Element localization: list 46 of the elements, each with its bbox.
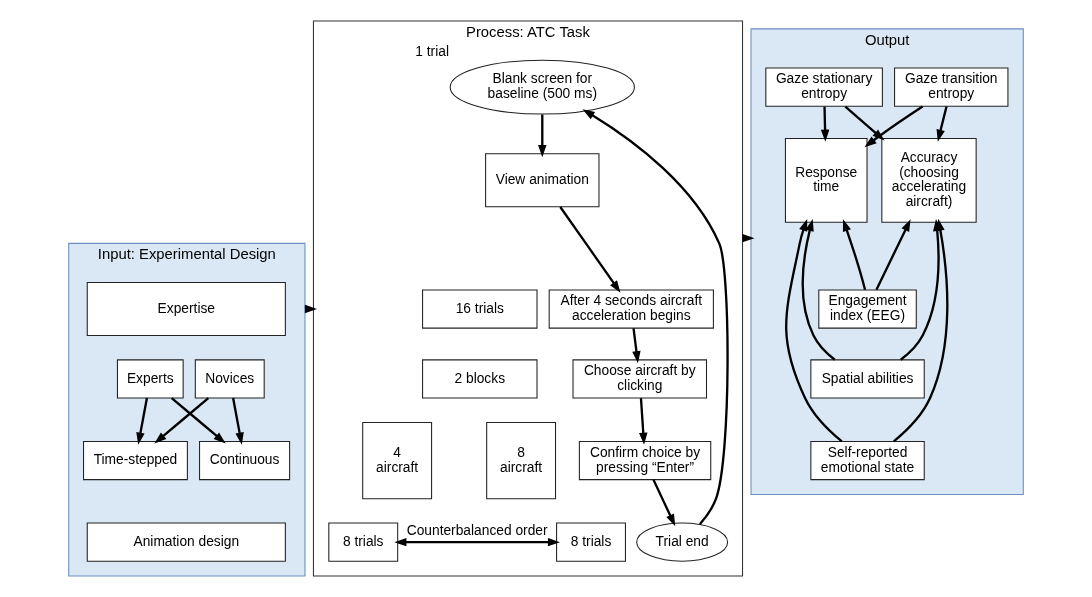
node-box: Time-stepped bbox=[83, 440, 188, 481]
arrow bbox=[842, 219, 867, 290]
node-label: 1 trial bbox=[415, 44, 449, 60]
arrow bbox=[785, 219, 843, 443]
arrow bbox=[652, 479, 676, 527]
node-box: Engagement index (EEG) bbox=[818, 289, 917, 329]
node-box: 8 aircraft bbox=[486, 421, 557, 500]
node-box: 8 trials bbox=[328, 522, 399, 562]
node-box: Expertise bbox=[86, 282, 286, 337]
arrow bbox=[820, 106, 830, 142]
node-box: Accuracy (choosing accelerating aircraft) bbox=[881, 137, 977, 223]
node-box: Self-reported emotional state bbox=[810, 440, 925, 481]
arrow bbox=[136, 397, 149, 445]
node-box: 2 blocks bbox=[422, 359, 538, 399]
arrow bbox=[154, 397, 210, 444]
node-box: Choose aircraft by clicking bbox=[572, 359, 708, 399]
arrow bbox=[639, 398, 648, 445]
arrow bbox=[844, 105, 885, 141]
node-box: Experts bbox=[116, 359, 184, 399]
arrow bbox=[875, 219, 911, 291]
node-box: Response time bbox=[784, 137, 868, 223]
node-box: 8 trials bbox=[556, 522, 626, 562]
arrow bbox=[538, 114, 547, 158]
arrow bbox=[231, 397, 244, 445]
arrow bbox=[170, 397, 226, 444]
node-box: Gaze stationary entropy bbox=[765, 67, 883, 107]
arrow bbox=[936, 106, 948, 142]
node-box: 4 aircraft bbox=[362, 421, 433, 500]
arrow bbox=[632, 328, 641, 364]
arrow bbox=[801, 219, 836, 361]
node-box: Novices bbox=[194, 359, 265, 399]
node-box: View animation bbox=[485, 153, 600, 208]
node-ellipse: Trial end bbox=[636, 522, 729, 562]
arrow bbox=[582, 109, 729, 525]
arrow bbox=[864, 105, 924, 148]
node-box: After 4 seconds aircraft acceleration begins bbox=[548, 289, 714, 329]
node-box: Gaze transition entropy bbox=[894, 67, 1009, 107]
node-box: Confirm choice by pressing “Enter” bbox=[578, 440, 712, 481]
node-ellipse: Blank screen for baseline (500 ms) bbox=[449, 59, 635, 115]
node-box: 16 trials bbox=[422, 289, 538, 329]
node-box: Continuous bbox=[199, 440, 291, 481]
node-box: Animation design bbox=[86, 522, 286, 562]
arrow bbox=[559, 206, 621, 293]
arrow bbox=[394, 537, 560, 547]
node-box: Spatial abilities bbox=[810, 359, 925, 399]
edge-label: Counterbalanced order bbox=[406, 523, 548, 539]
